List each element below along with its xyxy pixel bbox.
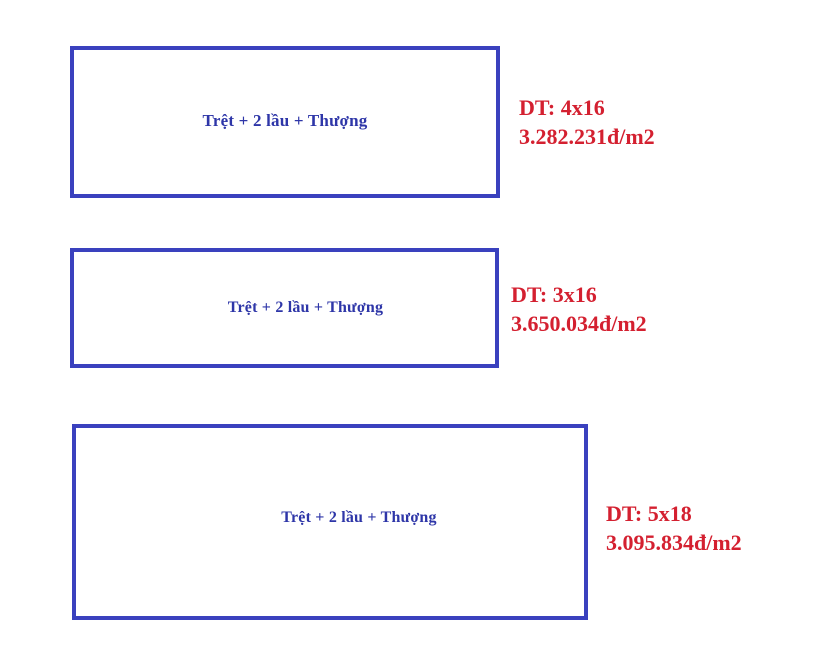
plot-price-label-3: 3.095.834đ/m2 — [606, 529, 742, 555]
plot-label-2: Trệt + 2 lầu + Thượng — [227, 299, 384, 316]
plot-area-label-1: DT: 4x16 — [519, 95, 605, 120]
plot-rectangle-2: Trệt + 2 lầu + Thượng — [70, 248, 499, 368]
price-annotation-1: DT: 4x16 3.282.231đ/m2 — [519, 94, 655, 151]
plot-label-1: Trệt + 2 lầu + Thượng — [202, 111, 368, 130]
plot-price-label-2: 3.650.034đ/m2 — [511, 310, 647, 336]
price-annotation-2: DT: 3x16 3.650.034đ/m2 — [511, 281, 647, 338]
plot-rectangle-3: Trệt + 2 lầu + Thượng — [72, 424, 588, 620]
plot-price-label-1: 3.282.231đ/m2 — [519, 123, 655, 149]
plot-area-label-2: DT: 3x16 — [511, 282, 597, 307]
plot-area-label-3: DT: 5x18 — [606, 501, 692, 526]
plot-label-3: Trệt + 2 lầu + Thượng — [281, 509, 437, 526]
price-annotation-3: DT: 5x18 3.095.834đ/m2 — [606, 500, 742, 557]
plot-rectangle-1: Trệt + 2 lầu + Thượng — [70, 46, 500, 198]
